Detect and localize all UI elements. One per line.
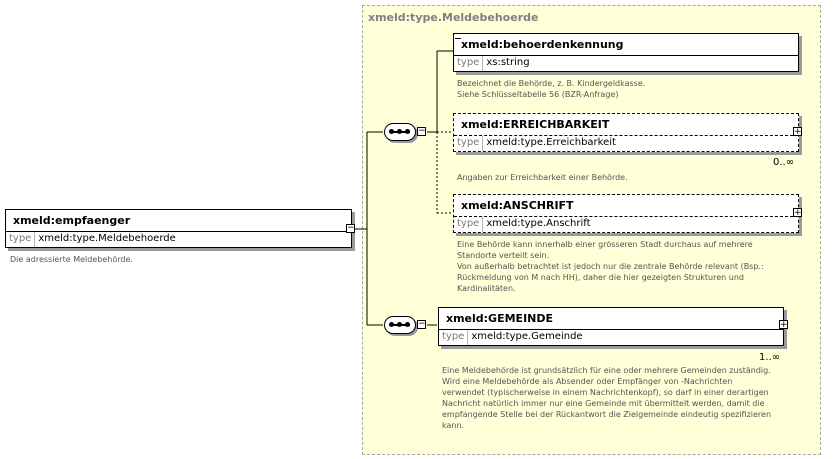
element-documentation: Eine Behörde kann innerhalb einer grösse… [457,240,764,293]
element-anschrift-box[interactable]: xmeld:ANSCHRIFT type xmeld:type.Anschrif… [453,194,799,233]
expand-plus-icon[interactable]: + [779,320,788,330]
occurrence-label: 0..∞ [773,157,795,168]
element-documentation: Angaben zur Erreichbarkeit einer Behörde… [457,173,628,182]
type-value: xmeld:type.Anschrift [486,218,591,229]
type-key: type [454,136,484,151]
sequence-collapse-icon[interactable]: − [417,319,426,329]
type-value: xmeld:type.Erreichbarkeit [486,137,616,148]
element-erreichbarkeit-box[interactable]: xmeld:ERREICHBARKEIT type xmeld:type.Err… [453,113,799,152]
sequence-compositor-icon[interactable] [384,123,416,141]
expand-plus-icon[interactable]: + [793,208,802,218]
element-name: xmeld:GEMEINDE [439,308,783,330]
root-documentation: Die adressierte Meldebehörde. [10,255,133,264]
occurrence-label: 1..∞ [759,352,781,363]
element-gemeinde-box[interactable]: xmeld:GEMEINDE type xmeld:type.Gemeinde [438,307,784,346]
sequence-collapse-icon[interactable]: − [417,126,426,136]
element-name: xmeld:ERREICHBARKEIT [454,114,798,136]
element-behoerdenkennung-box[interactable]: xmeld:behoerdenkennung type xs:string [453,33,799,72]
root-type-key: type [6,232,36,247]
root-type-value: xmeld:type.Meldebehoerde [38,233,176,244]
root-collapse-icon[interactable]: − [346,223,355,233]
type-key: type [454,56,484,71]
element-name: xmeld:behoerdenkennung [454,34,798,56]
expand-plus-icon[interactable]: + [793,127,802,137]
sequence-compositor-icon[interactable] [384,316,416,334]
element-name: xmeld:ANSCHRIFT [454,195,798,217]
type-key: type [454,217,484,232]
element-documentation: Eine Meldebehörde ist grundsätzlich für … [442,366,772,430]
type-value: xs:string [486,57,530,68]
element-documentation: Bezeichnet die Behörde, z. B. Kindergeld… [457,79,646,99]
type-key: type [439,330,469,345]
type-value: xmeld:type.Gemeinde [471,331,583,342]
lines-icon [455,33,461,39]
root-element-name: xmeld:empfaenger [6,210,351,232]
root-element-box[interactable]: xmeld:empfaenger type xmeld:type.Meldebe… [5,209,352,248]
type-group-title: xmeld:type.Meldebehoerde [368,11,539,24]
